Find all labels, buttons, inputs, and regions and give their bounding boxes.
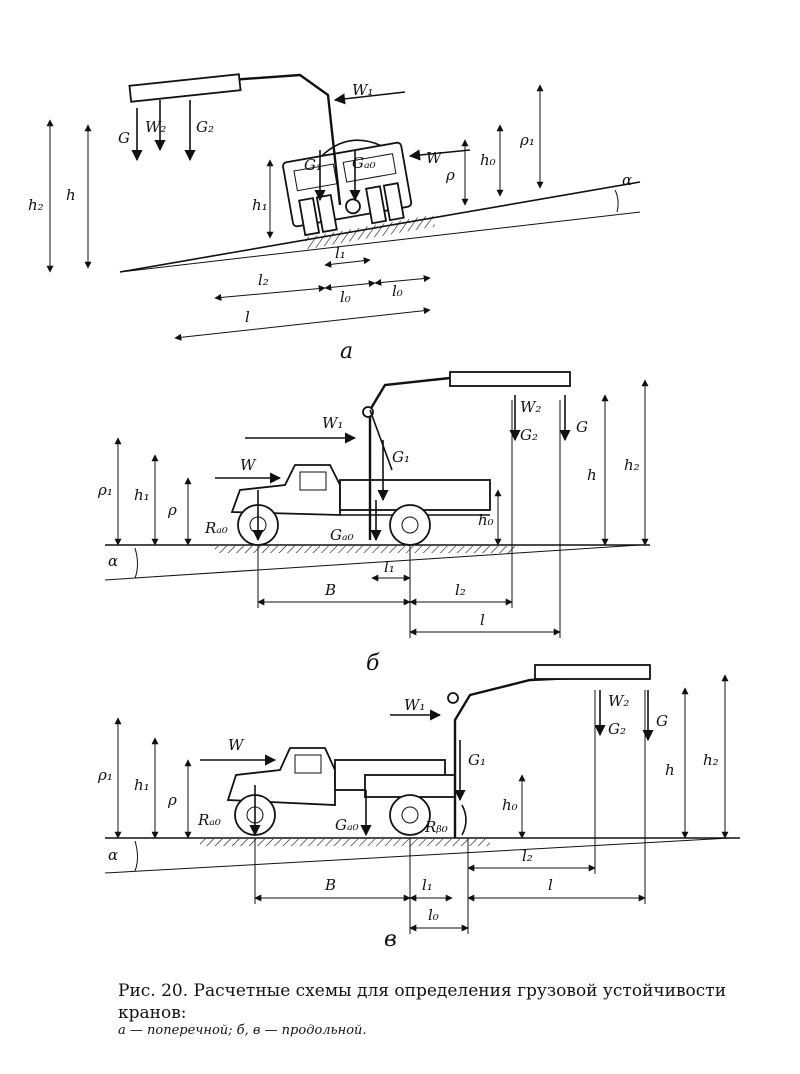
label-h1: h₁	[134, 776, 150, 794]
label-l: l	[548, 876, 553, 894]
label-G: G	[656, 712, 668, 730]
label-G2: G₂	[520, 426, 538, 444]
label-l1: l₁	[384, 558, 395, 576]
label-W1: W₁	[352, 81, 373, 99]
label-rho1: ρ₁	[97, 766, 113, 784]
figure-caption: Рис. 20. Расчетные схемы для определения…	[118, 981, 727, 1023]
label-rho1: ρ₁	[519, 131, 535, 149]
label-G1: G₁	[468, 751, 486, 769]
label-W: W	[228, 736, 245, 754]
label-G1: G₁	[304, 156, 322, 174]
label-B: B	[324, 876, 336, 894]
label-h2: h₂	[28, 196, 44, 214]
label-rho: ρ	[167, 791, 177, 809]
label-alpha: α	[622, 171, 632, 189]
label-W: W	[426, 149, 443, 167]
boom-head-a	[128, 73, 242, 103]
label-h: h	[665, 761, 675, 779]
label-W2: W₂	[520, 398, 541, 416]
label-rho: ρ	[167, 501, 177, 519]
label-l2: l₂	[258, 271, 269, 289]
label-W1: W₁	[322, 414, 343, 432]
sublabel-b: б	[366, 651, 380, 676]
slope-reference	[104, 837, 731, 874]
label-h: h	[66, 186, 76, 204]
label-h: h	[587, 466, 597, 484]
label-h0: h₀	[502, 796, 518, 814]
label-RB0: Rᵦ₀	[424, 818, 448, 836]
label-B: B	[324, 581, 336, 599]
carrier-rear-view	[282, 139, 413, 237]
label-G1: G₁	[392, 448, 410, 466]
diagram-a: W₁ G W₂ G₂ G₁ Gₐ₀ W h₂ h h₁ ρ h₀ ρ₁ α l₁…	[28, 73, 641, 364]
label-GA0: Gₐ₀	[335, 816, 359, 834]
label-G2: G₂	[608, 720, 626, 738]
label-alpha: α	[108, 552, 118, 570]
label-W1: W₁	[404, 696, 425, 714]
label-W: W	[240, 456, 257, 474]
label-l2: l₂	[455, 581, 466, 599]
ground-hatch	[215, 546, 515, 553]
label-RA0: Rₐ₀	[197, 811, 221, 829]
label-h0: h₀	[480, 151, 496, 169]
label-h1: h₁	[252, 196, 268, 214]
boom-head-b	[449, 371, 571, 387]
boom-head-c	[534, 664, 651, 680]
label-alpha: α	[108, 846, 118, 864]
label-l0: l₀	[428, 906, 439, 924]
sublabel-c: в	[384, 927, 397, 952]
label-h0: h₀	[478, 511, 494, 529]
label-l0-right: l₀	[392, 282, 403, 300]
ground-hatch	[304, 214, 436, 250]
label-G: G	[576, 418, 588, 436]
label-GA0: Gₐ₀	[330, 526, 354, 544]
label-W2: W₂	[145, 118, 166, 136]
label-RA0: Rₐ₀	[204, 519, 228, 537]
slope-reference	[104, 544, 641, 581]
label-G2: G₂	[196, 118, 214, 136]
label-rho: ρ	[445, 166, 455, 184]
horizontal-reference	[119, 211, 641, 273]
label-l1: l₁	[422, 876, 433, 894]
figure-caption-legend: а — поперечной; б, в — продольной.	[118, 1023, 367, 1038]
label-h2: h₂	[703, 751, 719, 769]
label-l1: l₁	[335, 244, 346, 262]
label-h2: h₂	[624, 456, 640, 474]
label-l2: l₂	[522, 847, 533, 865]
diagram-b: W₁ W G₁ W₂ G₂ G ρ₁ h₁ ρ Rₐ₀ Gₐ₀ h₀ h h₂ …	[97, 371, 650, 676]
label-rho1: ρ₁	[97, 481, 113, 499]
label-G: G	[118, 129, 130, 147]
label-l: l	[480, 611, 485, 629]
label-h1: h₁	[134, 486, 150, 504]
label-W2: W₂	[608, 692, 629, 710]
diagram-c: W₁ W G₁ W₂ G₂ G ρ₁ h₁ ρ Rₐ₀ Gₐ₀ Rᵦ₀ h₀ h…	[97, 664, 740, 952]
label-l: l	[245, 308, 250, 326]
ground-hatch	[200, 839, 490, 846]
truck-b	[230, 464, 491, 546]
sublabel-a: a	[340, 339, 353, 364]
label-l0-left: l₀	[340, 288, 351, 306]
label-GA0: Gₐ₀	[352, 154, 376, 172]
